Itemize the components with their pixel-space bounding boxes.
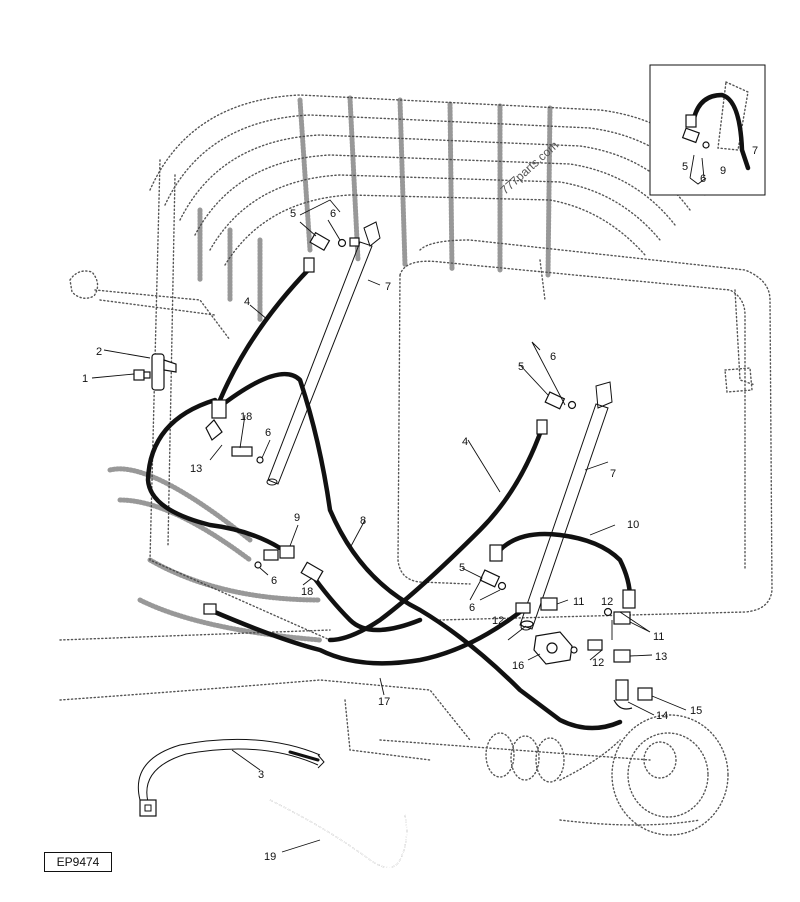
o-ring-12-left [520, 620, 534, 628]
callout-5: 5 [518, 361, 524, 373]
o-ring-12-right [603, 607, 613, 617]
hose-17 [207, 607, 523, 666]
fittings [133, 231, 653, 710]
callout-15: 15 [690, 705, 702, 717]
elbow-fitting-11-right [613, 611, 631, 625]
o-ring-6-lower [497, 581, 507, 591]
callout-3: 3 [258, 769, 264, 781]
callout-8: 8 [360, 515, 366, 527]
callout-7: 7 [752, 145, 758, 157]
callout-12: 12 [592, 657, 604, 669]
callout-11: 11 [653, 631, 664, 643]
hose-8 [215, 371, 623, 731]
callout-16: 16 [512, 660, 524, 672]
inset-detail [649, 64, 766, 196]
callout-6: 6 [469, 602, 475, 614]
callout-1: 1 [82, 373, 88, 385]
callout-5: 5 [459, 562, 465, 574]
callout-9: 9 [720, 165, 726, 177]
callout-10: 10 [627, 519, 639, 531]
callout-13: 13 [190, 463, 202, 475]
callout-6: 6 [271, 575, 277, 587]
callout-4: 4 [244, 296, 250, 308]
callout-17: 17 [378, 696, 390, 708]
hydraulic-cylinder-left [266, 221, 381, 486]
elbow-fitting-5-upper [309, 231, 331, 252]
bolt-1 [133, 369, 145, 381]
hose-loop-left [145, 397, 283, 551]
callout-14: 14 [656, 710, 668, 722]
tee-fitting-9 [279, 545, 295, 559]
callout-labels: 5 6 7 4 2 1 18 6 13 5 6 7 4 8 9 10 6 18 … [82, 145, 758, 863]
o-ring-6-right [567, 400, 577, 410]
machine-outline [59, 94, 773, 836]
callout-5: 5 [682, 161, 688, 173]
hose-10 [497, 531, 633, 601]
figure-id-label: EP9474 [44, 852, 112, 872]
o-ring-6-upper [337, 238, 347, 248]
callout-5: 5 [290, 208, 296, 220]
elbow-fitting-13 [613, 649, 631, 663]
hose-4-right [327, 425, 545, 643]
adapter-14 [615, 679, 629, 701]
spiral-wrap-19 [269, 799, 408, 868]
callout-11: 11 [573, 596, 584, 608]
cap-15 [637, 687, 653, 701]
callout-18: 18 [240, 411, 252, 423]
callout-4: 4 [462, 436, 468, 448]
callout-12: 12 [492, 615, 504, 627]
callout-6: 6 [700, 173, 706, 185]
leader-lines [91, 199, 687, 853]
callout-6: 6 [265, 427, 271, 439]
elbow-fitting-11-left [540, 597, 558, 611]
strap-3 [137, 738, 325, 817]
callout-7: 7 [385, 281, 391, 293]
callout-12: 12 [601, 596, 613, 608]
callout-18: 18 [301, 586, 313, 598]
elbow-fitting-5-lower [479, 569, 501, 588]
callout-9: 9 [294, 512, 300, 524]
callout-2: 2 [96, 346, 102, 358]
callout-6: 6 [330, 208, 336, 220]
elbow-fitting-5-right [544, 391, 566, 410]
hydraulic-hoses [145, 265, 633, 731]
callout-6: 6 [550, 351, 556, 363]
hydraulic-cylinder-right [519, 381, 613, 631]
adapter-18-lower [300, 561, 324, 583]
callout-19: 19 [264, 851, 276, 863]
bracket-2 [151, 353, 165, 391]
callout-7: 7 [610, 468, 616, 480]
hose-9-18 [307, 569, 423, 633]
adapter-18-upper [231, 446, 253, 457]
hose-4-left [217, 265, 313, 403]
callout-13: 13 [655, 651, 667, 663]
